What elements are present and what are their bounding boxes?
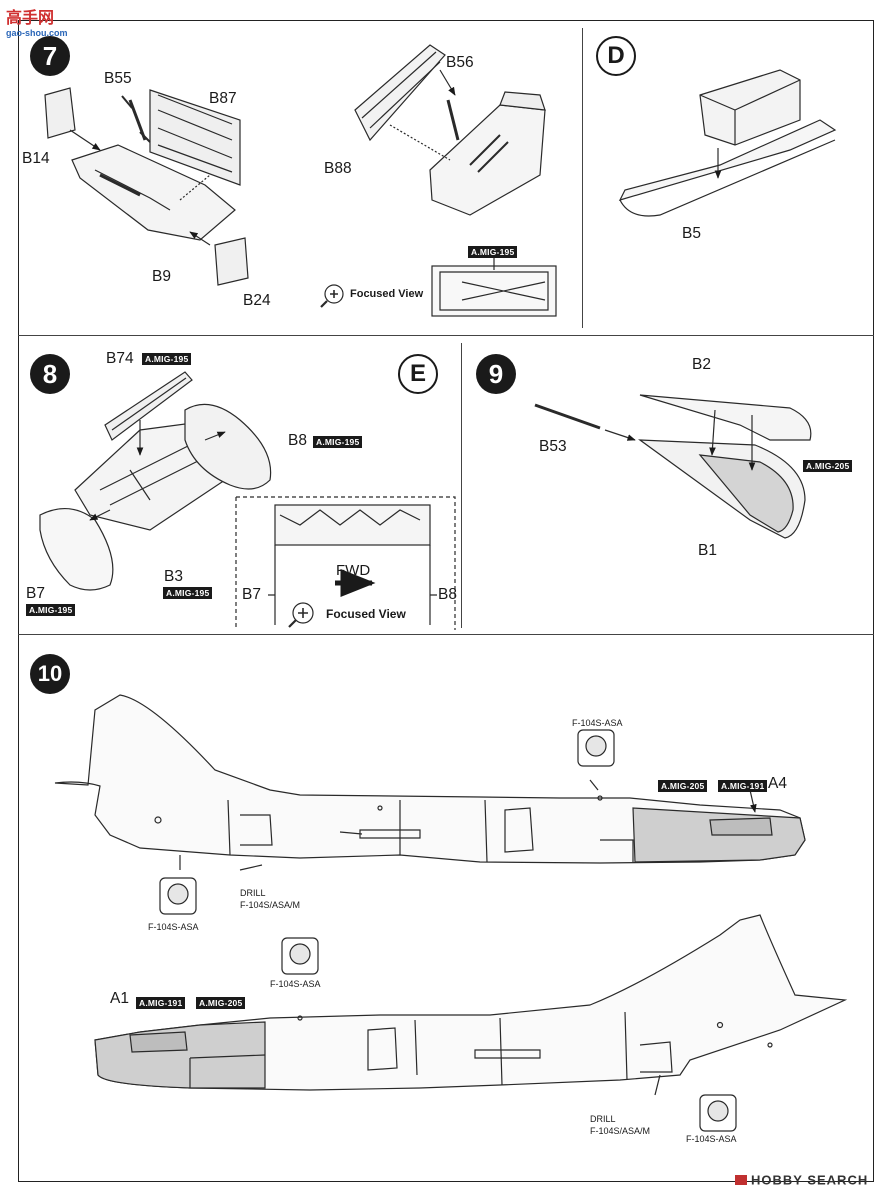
step8-assembly <box>39 371 272 591</box>
part-b7-label: B7 <box>242 586 261 603</box>
divider-col2 <box>461 343 462 628</box>
paint-tag: A.MIG-191 <box>718 780 768 792</box>
forward-label: FWD <box>336 562 371 579</box>
step-e-badge: E <box>398 354 438 394</box>
part-b14-label: B14 <box>22 150 50 167</box>
part-b9-label: B9 <box>152 268 171 285</box>
part-a1-label: A1 <box>110 990 129 1007</box>
step-10-badge: 10 <box>30 654 70 694</box>
paint-tag: A.MIG-195 <box>142 353 192 365</box>
part-b24-label: B24 <box>243 292 271 309</box>
paint-tag: A.MIG-195 <box>26 604 76 616</box>
stepE-assembly <box>235 496 456 630</box>
step7-seat-assembly <box>44 87 249 286</box>
step10-top-fuselage <box>54 694 806 871</box>
step9-assembly <box>534 394 812 539</box>
variant-label: F-104S-ASA <box>572 718 623 728</box>
part-b55-label: B55 <box>104 70 132 87</box>
divider-row2 <box>18 634 874 635</box>
part-b3-label: B3 <box>164 568 183 585</box>
part-b1-label: B1 <box>698 542 717 559</box>
part-a4-label: A4 <box>768 775 787 792</box>
part-b2-label: B2 <box>692 356 711 373</box>
part-b8-label: B8 <box>438 586 457 603</box>
paint-tag: A.MIG-205 <box>658 780 708 792</box>
variant-label: F-104S-ASA <box>148 922 199 932</box>
part-b87-label: B87 <box>209 90 237 107</box>
paint-tag: A.MIG-195 <box>468 246 518 258</box>
part-b88-label: B88 <box>324 160 352 177</box>
divider-col1 <box>582 28 583 328</box>
step-8-badge: 8 <box>30 354 70 394</box>
drill-label: DRILL <box>240 888 266 898</box>
divider-row1 <box>18 335 874 336</box>
stepD-assembly <box>618 69 837 217</box>
step7-tub-assembly <box>320 44 557 317</box>
part-b74-label: B74 <box>106 350 134 367</box>
step-9-badge: 9 <box>476 354 516 394</box>
variant-label: F-104S-ASA <box>686 1134 737 1144</box>
page-frame <box>18 20 874 1182</box>
paint-tag: A.MIG-195 <box>313 436 363 448</box>
drill-label: DRILL <box>590 1114 616 1124</box>
drill-variant-label: F-104S/ASA/M <box>240 900 301 910</box>
part-b56-label: B56 <box>446 54 474 71</box>
variant-badges <box>159 729 737 1132</box>
step10-bottom-fuselage <box>94 914 848 1096</box>
part-b7-label: B7 <box>26 585 45 602</box>
variant-label: F-104S-ASA <box>270 979 321 989</box>
part-b8-label: B8 <box>288 432 307 449</box>
part-b5-label: B5 <box>682 225 701 242</box>
paint-tag: A.MIG-205 <box>803 460 853 472</box>
focused-view-label: Focused View <box>326 607 406 621</box>
drill-variant-label: F-104S/ASA/M <box>590 1126 651 1136</box>
step-7-badge: 7 <box>30 36 70 76</box>
paint-tag: A.MIG-205 <box>196 997 246 1009</box>
paint-tag: A.MIG-191 <box>136 997 186 1009</box>
focused-view-label: Focused View <box>350 288 424 300</box>
watermark-logo: 高手网 gao-shou.com <box>6 10 68 38</box>
part-b53-label: B53 <box>539 438 567 455</box>
step-d-badge: D <box>596 36 636 76</box>
paint-tag: A.MIG-195 <box>163 587 213 599</box>
hobby-search-logo: HOBBY SEARCH <box>735 1172 868 1187</box>
